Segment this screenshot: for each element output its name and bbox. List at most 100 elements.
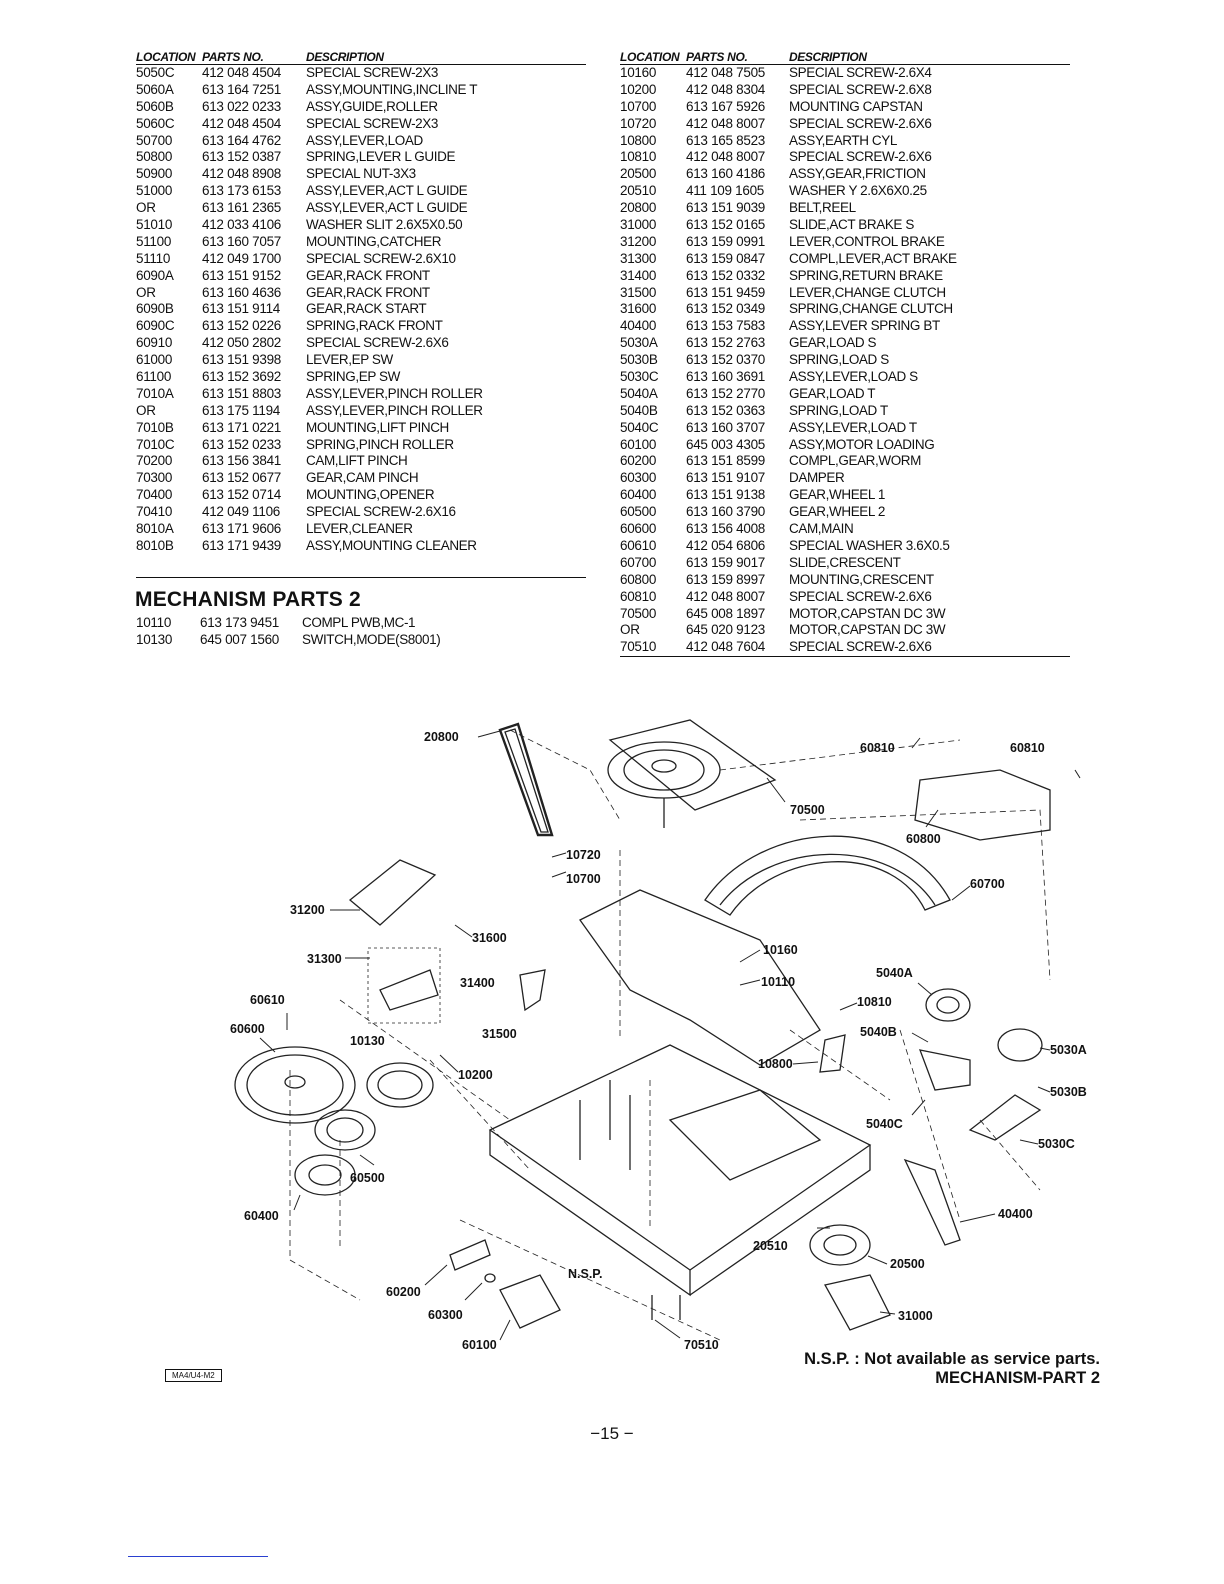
description-cell: MOUNTING,LIFT PINCH — [306, 419, 449, 435]
wheel-gear-1 — [294, 1154, 356, 1196]
description-cell: SPECIAL SCREW-2X3 — [306, 115, 438, 131]
description-cell: SPRING,LEVER L GUIDE — [306, 149, 456, 165]
load-gear-s — [997, 1028, 1043, 1062]
description-cell: ASSY,EARTH CYL — [789, 132, 897, 148]
description-header: DESCRIPTION — [306, 50, 384, 64]
reel-belt — [498, 722, 554, 837]
callout-label: 60610 — [250, 993, 285, 1007]
part-number-cell: 613 159 0847 — [686, 250, 765, 266]
description-cell: ASSY,GUIDE,ROLLER — [306, 98, 438, 114]
description-cell: LEVER,EP SW — [306, 352, 393, 368]
location-cell: 6090C — [136, 318, 175, 334]
description-cell: ASSY,LEVER,LOAD T — [789, 419, 917, 435]
location-cell: 6090A — [136, 267, 174, 283]
description-cell: GEAR,RACK START — [306, 301, 427, 317]
location-cell: 31200 — [620, 233, 657, 249]
description-cell: COMPL PWB,MC-1 — [302, 615, 416, 630]
description-cell: SPRING,RETURN BRAKE — [789, 267, 943, 283]
description-cell: DAMPER — [789, 470, 845, 486]
location-cell: 51110 — [136, 250, 171, 266]
lever-spring-bt — [903, 1158, 961, 1246]
callout-label: 40400 — [998, 1207, 1033, 1221]
part-number-cell: 613 156 4008 — [686, 521, 765, 537]
location-cell: 60300 — [620, 470, 657, 486]
callout-label: 10110 — [761, 975, 795, 989]
part-number-cell: 613 151 8599 — [686, 453, 765, 469]
location-cell: 60100 — [620, 436, 657, 452]
location-cell: 20510 — [620, 183, 657, 199]
location-cell: 60200 — [620, 453, 657, 469]
page-number: −15 − — [590, 1424, 634, 1443]
part-number-cell: 412 049 1700 — [202, 250, 281, 266]
description-cell: WASHER Y 2.6X6X0.25 — [789, 183, 927, 199]
location-cell: 10130 — [136, 632, 173, 647]
description-cell: GEAR,LOAD T — [789, 385, 876, 401]
description-cell: SPRING,LOAD S — [789, 352, 889, 368]
leader-lines — [259, 730, 1081, 1341]
lever-load-t — [918, 1049, 971, 1091]
description-cell: SPECIAL SCREW-2.6X10 — [306, 250, 456, 266]
callout-label: 31500 — [482, 1027, 517, 1041]
callout-label: 31600 — [472, 931, 507, 945]
callout-label: 5030B — [1050, 1085, 1087, 1099]
lever-load-s — [968, 1094, 1042, 1141]
part-number-cell: 613 173 9451 — [200, 615, 279, 630]
table-header: LOCATION PARTS NO. DESCRIPTION — [620, 46, 1070, 65]
part-number-cell: 613 151 9138 — [686, 487, 765, 503]
location-cell: 5040B — [620, 402, 658, 418]
location-cell: 31400 — [620, 267, 657, 283]
part-number-cell: 613 152 0349 — [686, 301, 765, 317]
control-brake-lever — [348, 859, 437, 926]
slide-crescent — [704, 835, 951, 916]
location-cell: 5060C — [136, 115, 175, 131]
part-number-cell: 613 160 3707 — [686, 419, 765, 435]
location-header: LOCATION — [136, 50, 196, 64]
part-number-cell: 613 152 0370 — [686, 352, 765, 368]
right-table-bottom-rule — [620, 656, 1070, 657]
part-number-cell: 613 151 9107 — [686, 470, 765, 486]
location-cell: 5060B — [136, 98, 174, 114]
callout-label: 5040A — [876, 966, 913, 980]
part-number-cell: 412 048 8007 — [686, 115, 765, 131]
description-cell: GEAR,LOAD S — [789, 335, 877, 351]
description-cell: SPRING,PINCH ROLLER — [306, 436, 454, 452]
location-cell: 10810 — [620, 149, 657, 165]
location-cell: OR — [136, 402, 156, 418]
location-cell: 70500 — [620, 605, 657, 621]
mounting-crescent — [914, 769, 1051, 841]
part-number-cell: 412 050 2802 — [202, 335, 281, 351]
part-number-cell: 613 152 0165 — [686, 217, 765, 233]
description-cell: GEAR,WHEEL 2 — [789, 504, 885, 520]
callout-label: 31300 — [307, 952, 342, 966]
part-number-cell: 613 171 9439 — [202, 537, 281, 553]
location-cell: 5030B — [620, 352, 658, 368]
description-cell: MOUNTING,OPENER — [306, 487, 435, 503]
assembly-guide-lines — [289, 729, 1051, 1341]
callout-label: 20510 — [753, 1239, 788, 1253]
